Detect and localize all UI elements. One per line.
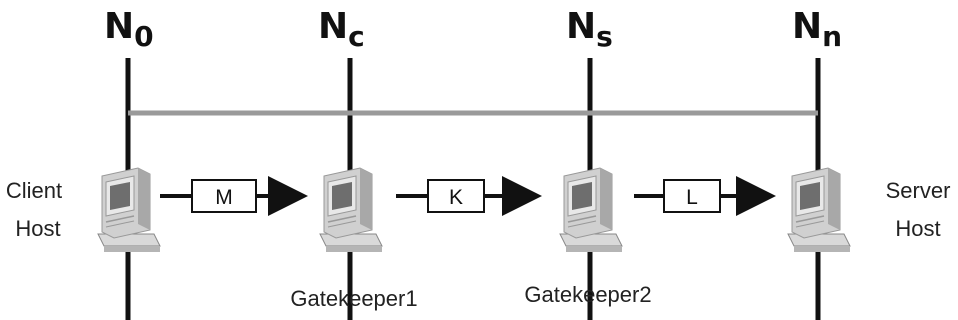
- node-label-nc: Nc: [318, 6, 365, 53]
- message-m-label: M: [215, 186, 233, 209]
- message-l-label: L: [686, 186, 698, 209]
- gatekeeper1-computer-icon: [319, 167, 383, 253]
- node-label-n0: N0: [104, 6, 154, 53]
- message-l-box: [663, 179, 721, 213]
- node-label-ns: Ns: [566, 6, 613, 53]
- server-host-label-2: Host: [895, 216, 940, 241]
- gatekeeper2-label: Gatekeeper2: [524, 282, 651, 307]
- message-k-box: [427, 179, 485, 213]
- message-k-label: K: [449, 186, 463, 209]
- server-computer-icon: [787, 167, 851, 253]
- gatekeeper1-label: Gatekeeper1: [290, 286, 417, 311]
- client-computer-icon: [97, 167, 161, 253]
- client-host-label: Client: [6, 178, 62, 203]
- gatekeeper2-computer-icon: [559, 167, 623, 253]
- message-m-box: [191, 179, 257, 213]
- node-label-nn: Nn: [792, 6, 842, 53]
- client-host-label-2: Host: [15, 216, 60, 241]
- server-host-label: Server: [886, 178, 951, 203]
